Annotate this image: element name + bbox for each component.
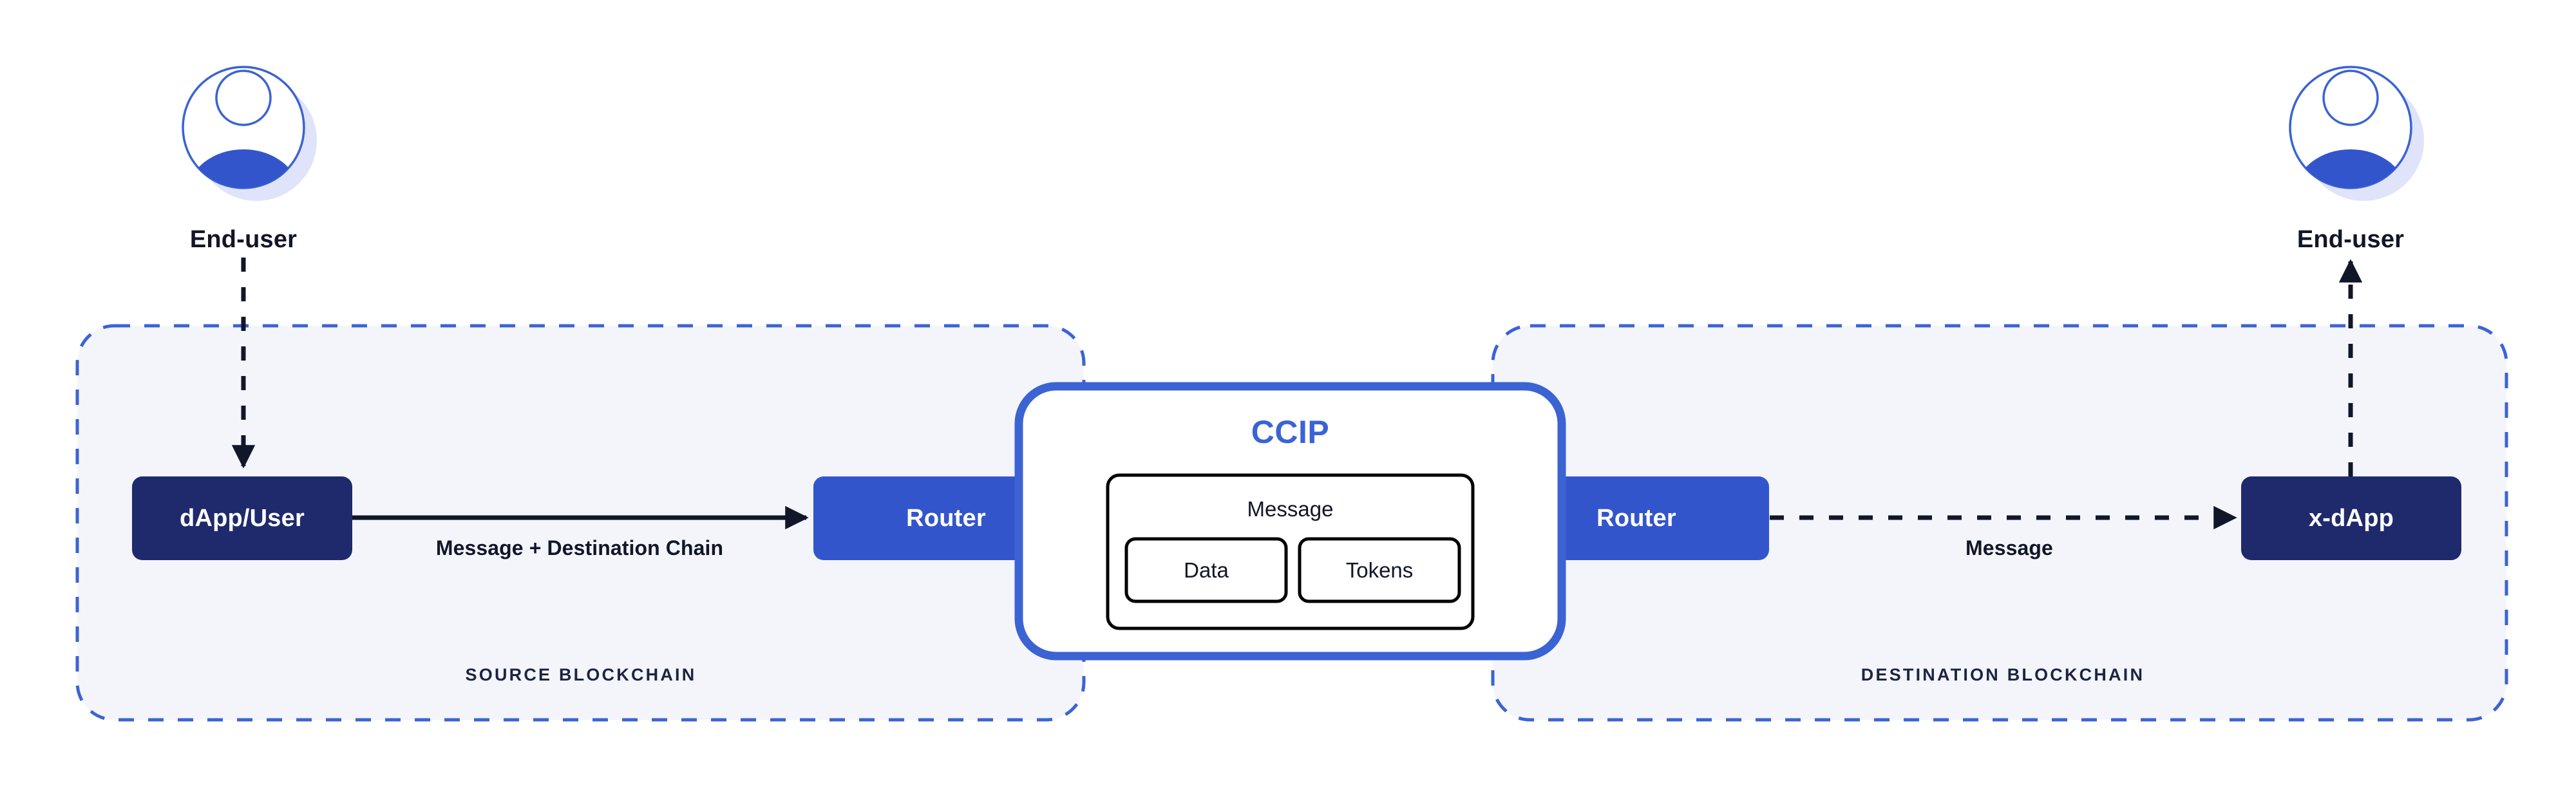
source-blockchain-region (75, 324, 1086, 722)
node-source-router[interactable] (813, 476, 1079, 560)
source-enduser-avatar (182, 66, 317, 201)
ccip-message-part-tokens[interactable] (1298, 537, 1461, 603)
ccip-message-part-data[interactable] (1124, 537, 1288, 603)
node-x-dapp[interactable] (2241, 476, 2461, 560)
node-destination-router[interactable] (1504, 476, 1769, 560)
node-dapp-user[interactable] (132, 476, 352, 560)
destination-enduser-avatar (2289, 66, 2424, 201)
